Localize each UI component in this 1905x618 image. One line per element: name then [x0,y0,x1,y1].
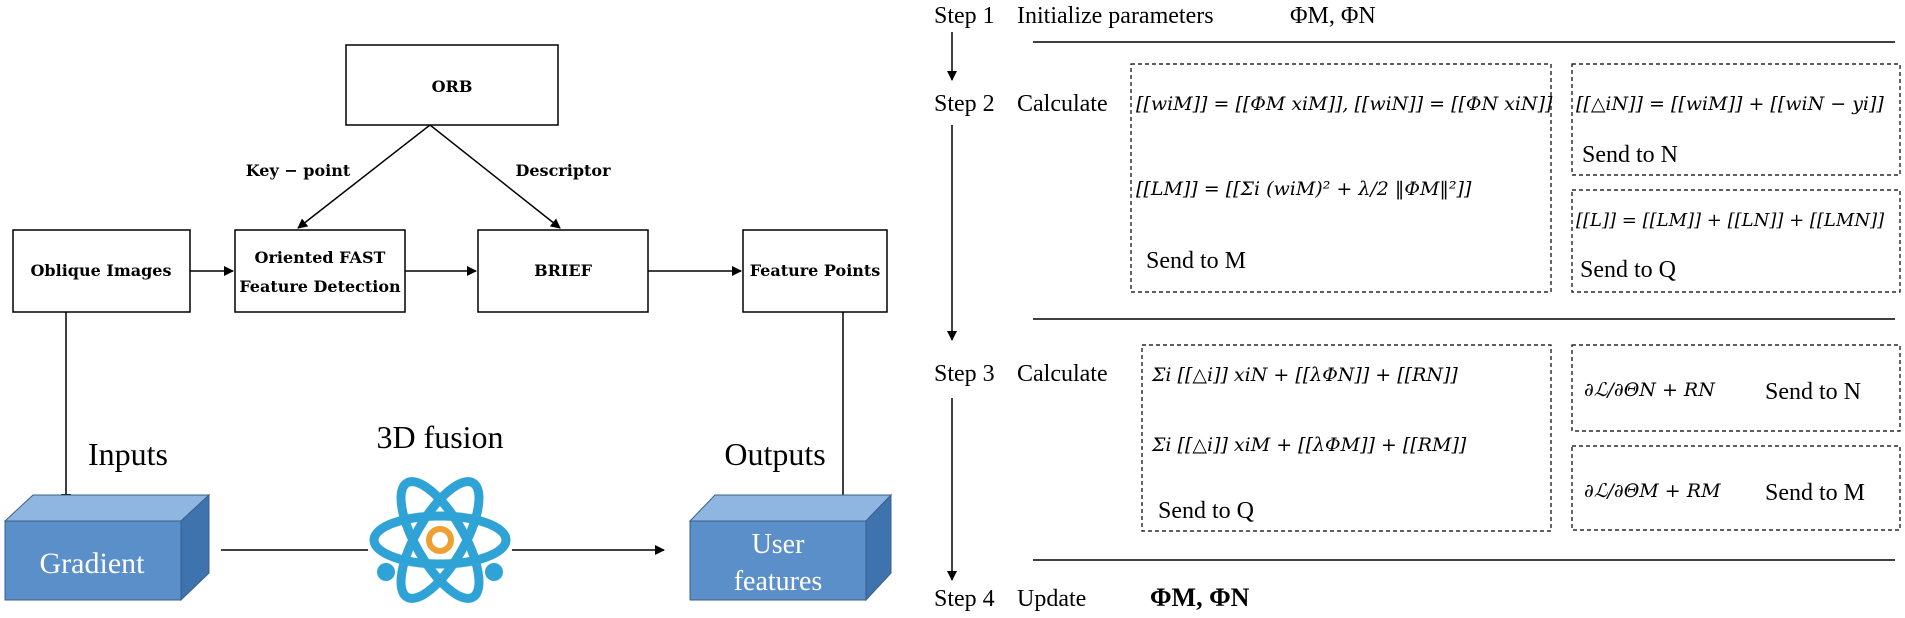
orb-box [345,44,559,126]
step3-box-m [1571,445,1901,531]
brief-box [477,229,649,313]
oblique-images-box [12,229,191,313]
step4-text: Update [1017,586,1086,612]
step1-label: Step 1 [934,3,995,29]
step3-box-q-send: Send to Q [1158,498,1254,524]
outputs-label: Outputs [724,436,825,472]
step3-box-q-eq2: Σi [[△i]] xiM + [[λΦM]] + [[RM]] [1151,434,1467,456]
step3-box-n-send: Send to N [1765,379,1861,405]
step2-box-m [1130,63,1552,293]
descriptor-label: Descriptor [516,161,612,180]
step1-math: ΦM, ΦN [1290,3,1376,29]
oriented-fast-box [234,229,406,313]
step2-box-n-send: Send to N [1582,142,1678,168]
step2-box-q-send: Send to Q [1580,257,1676,283]
step4-math: ΦM, ΦN [1150,583,1250,612]
user-features-label-2: features [734,566,823,597]
step2-label: Step 2 [934,91,995,117]
gradient-cube: Gradient [3,493,211,602]
step3-box-n [1571,344,1901,432]
user-features-label-1: User [752,529,806,560]
step3-box-n-eq: ∂ℒ/∂ΘN + RN [1584,379,1716,401]
step2-box-n [1571,63,1901,176]
step2-box-n-eq: [[△iN]] = [[wiM]] + [[wiN − yi]] [1576,93,1884,115]
oblique-images-label: Oblique Images [30,261,171,280]
inputs-label: Inputs [88,436,168,472]
orb-to-brief-arrow [429,124,561,229]
step3-box-q [1141,344,1552,532]
feature-points-label: Feature Points [750,261,881,280]
step2-box-m-eq1: [[wiM]] = [[ΦM xiM]], [[wiN]] = [[ΦN xiN… [1136,93,1553,115]
step2-box-q [1571,189,1901,293]
user-features-cube: User features [688,493,893,602]
orb-to-fast-arrow [297,124,431,229]
step1-text: Initialize parameters [1017,3,1214,29]
oriented-fast-label-2: Feature Detection [239,277,401,296]
orb-label: ORB [432,77,473,96]
step2-box-q-eq: [[L]] = [[LM]] + [[LN]] + [[LMN]] [1576,210,1885,231]
step3-text: Calculate [1017,361,1108,387]
step3-label: Step 3 [934,361,995,387]
keypoint-label: Key − point [246,161,351,180]
flowchart: ORB Key − point Descriptor Oblique Image… [3,44,893,603]
brief-label: BRIEF [534,261,593,280]
step2-text: Calculate [1017,91,1108,117]
step3-box-m-send: Send to M [1765,480,1865,506]
step3-box-m-eq: ∂ℒ/∂ΘM + RM [1584,480,1721,502]
steps-panel: Step 1 Initialize parameters ΦM, ΦN Step… [934,3,1901,612]
step2-box-m-eq2: [[LM]] = [[Σi (wiM)² + λ/2 ‖ΦM‖²]] [1136,178,1472,200]
step2-box-m-send: Send to M [1146,248,1246,274]
atom-icon [369,477,511,603]
gradient-label: Gradient [40,547,146,580]
feature-points-box [742,229,888,313]
step4-label: Step 4 [934,586,995,612]
oriented-fast-label-1: Oriented FAST [255,248,386,267]
fusion-label: 3D fusion [376,419,503,455]
step3-box-q-eq1: Σi [[△i]] xiN + [[λΦN]] + [[RN]] [1151,364,1458,386]
